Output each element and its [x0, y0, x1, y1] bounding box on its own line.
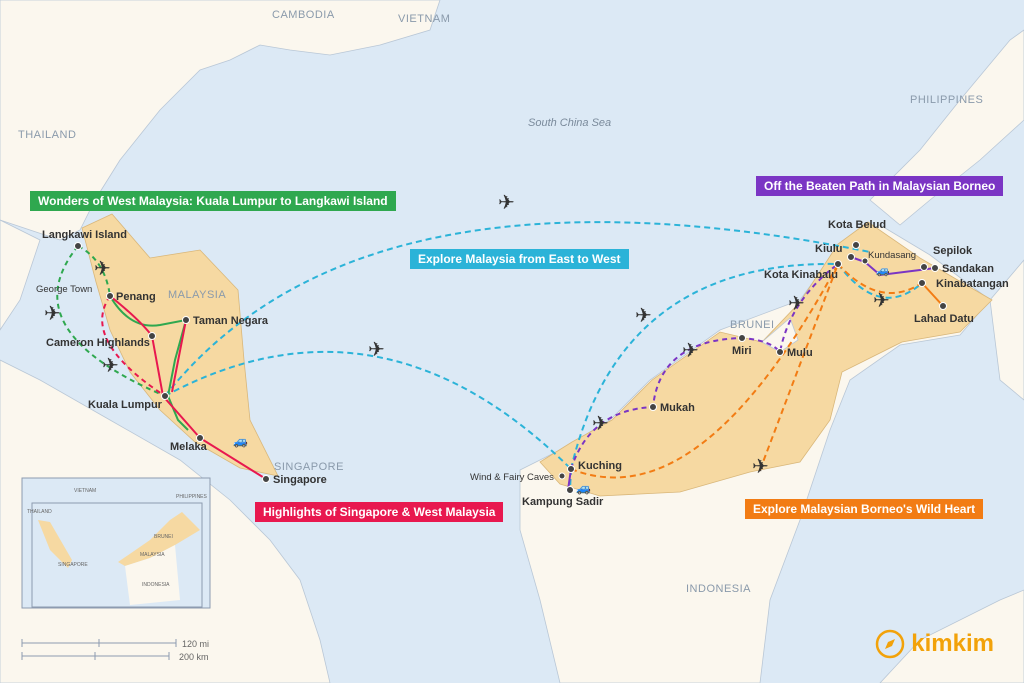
label-singapore: SINGAPORE: [274, 461, 344, 473]
city-kinabatangan: Kinabatangan: [936, 278, 1009, 290]
plane-icon: ✈: [788, 293, 805, 315]
java-land: [879, 589, 1024, 683]
inset-label-singapore: SINGAPORE: [58, 562, 88, 568]
label-brunei: BRUNEI: [730, 319, 775, 331]
route-blue: [164, 221, 923, 491]
plane-icon: ✈: [873, 290, 890, 312]
city-kiulu: Kiulu: [815, 243, 843, 255]
city-kuala-lumpur: Kuala Lumpur: [88, 399, 163, 411]
city-mulu: Mulu: [787, 347, 813, 359]
plane-icon: ✈: [752, 456, 769, 478]
route-green-sea: [56, 245, 166, 397]
city-dots: [74, 241, 947, 494]
plane-icon: ✈: [592, 413, 609, 435]
city-melaka: Melaka: [170, 441, 208, 453]
label-south-china-sea: South China Sea: [528, 117, 611, 129]
city-kota-kinabalu: Kota Kinabalu: [764, 269, 838, 281]
city-kuching: Kuching: [578, 460, 622, 472]
car-icon: 🚙: [233, 434, 248, 448]
label-vietnam: VIETNAM: [398, 13, 450, 25]
plane-icon: ✈: [682, 340, 699, 362]
plane-icon: ✈: [498, 192, 515, 214]
city-kampung-sadir: Kampung Sadir: [522, 496, 604, 508]
city-miri: Miri: [732, 345, 752, 357]
route-tag-singapore-west[interactable]: Highlights of Singapore & West Malaysia: [255, 502, 504, 522]
route-tag-off-beaten-path[interactable]: Off the Beaten Path in Malaysian Borneo: [756, 176, 1004, 196]
label-indonesia: INDONESIA: [686, 583, 751, 595]
scale-km: 200 km: [179, 652, 209, 662]
route-orange-solid: [921, 282, 944, 307]
route-tag-east-to-west[interactable]: Explore Malaysia from East to West: [410, 249, 629, 269]
scale-miles: 120 mi: [182, 639, 209, 649]
car-icon: 🚙: [576, 481, 591, 495]
route-red-sea: [101, 295, 166, 397]
plane-icon: ✈: [635, 305, 652, 327]
city-sepilok: Sepilok: [933, 245, 973, 257]
city-langkawi: Langkawi Island: [42, 229, 127, 241]
label-cambodia: CAMBODIA: [272, 9, 335, 21]
city-singapore: Singapore: [273, 474, 327, 486]
city-wind-caves: Wind & Fairy Caves: [470, 472, 554, 483]
brunei-land: [761, 317, 799, 353]
indochina-land: [0, 0, 441, 241]
scale-bar: [21, 639, 177, 660]
route-purple: [570, 263, 839, 470]
city-lahad-datu: Lahad Datu: [914, 313, 974, 325]
city-sandakan: Sandakan: [942, 263, 994, 275]
philippines-south-land: [989, 259, 1024, 401]
inset-label-brunei: BRUNEI: [154, 534, 173, 540]
route-tag-wild-heart[interactable]: Explore Malaysian Borneo's Wild Heart: [745, 499, 984, 519]
city-george-town: George Town: [36, 284, 92, 295]
city-penang: Penang: [116, 291, 156, 303]
car-icon: 🚙: [876, 265, 890, 277]
route-red: [109, 295, 267, 480]
inset-map: VIETNAM THAILAND PHILIPPINES BRUNEI MALA…: [21, 477, 211, 609]
plane-icon: ✈: [368, 339, 385, 361]
inset-label-indonesia: INDONESIA: [142, 582, 170, 588]
city-kundasang: Kundasang: [868, 250, 916, 261]
inset-label-vietnam: VIETNAM: [74, 488, 96, 494]
inset-label-thailand: THAILAND: [27, 509, 52, 515]
label-thailand: THAILAND: [18, 129, 76, 141]
inset-label-philippines: PHILIPPINES: [176, 494, 208, 500]
inset-label-malaysia: MALAYSIA: [140, 552, 165, 558]
kimkim-logo: kimkim: [875, 629, 994, 659]
city-cameron: Cameron Highlands: [46, 337, 150, 349]
route-orange: [570, 263, 923, 479]
plane-icon: ✈: [94, 258, 111, 280]
compass-icon: [876, 629, 905, 659]
brand-name: kimkim: [911, 630, 994, 657]
city-kota-belud: Kota Belud: [828, 219, 886, 231]
route-green: [109, 295, 189, 431]
label-malaysia: MALAYSIA: [168, 289, 226, 301]
city-mukah: Mukah: [660, 402, 695, 414]
label-philippines: PHILIPPINES: [910, 94, 983, 106]
route-tag-west-malaysia[interactable]: Wonders of West Malaysia: Kuala Lumpur t…: [30, 191, 396, 211]
city-taman-negara: Taman Negara: [193, 315, 269, 327]
malaysian-borneo: [539, 221, 993, 497]
plane-icon: ✈: [102, 355, 119, 377]
thailand-west-land: [0, 219, 41, 331]
plane-icon: ✈: [44, 303, 61, 325]
